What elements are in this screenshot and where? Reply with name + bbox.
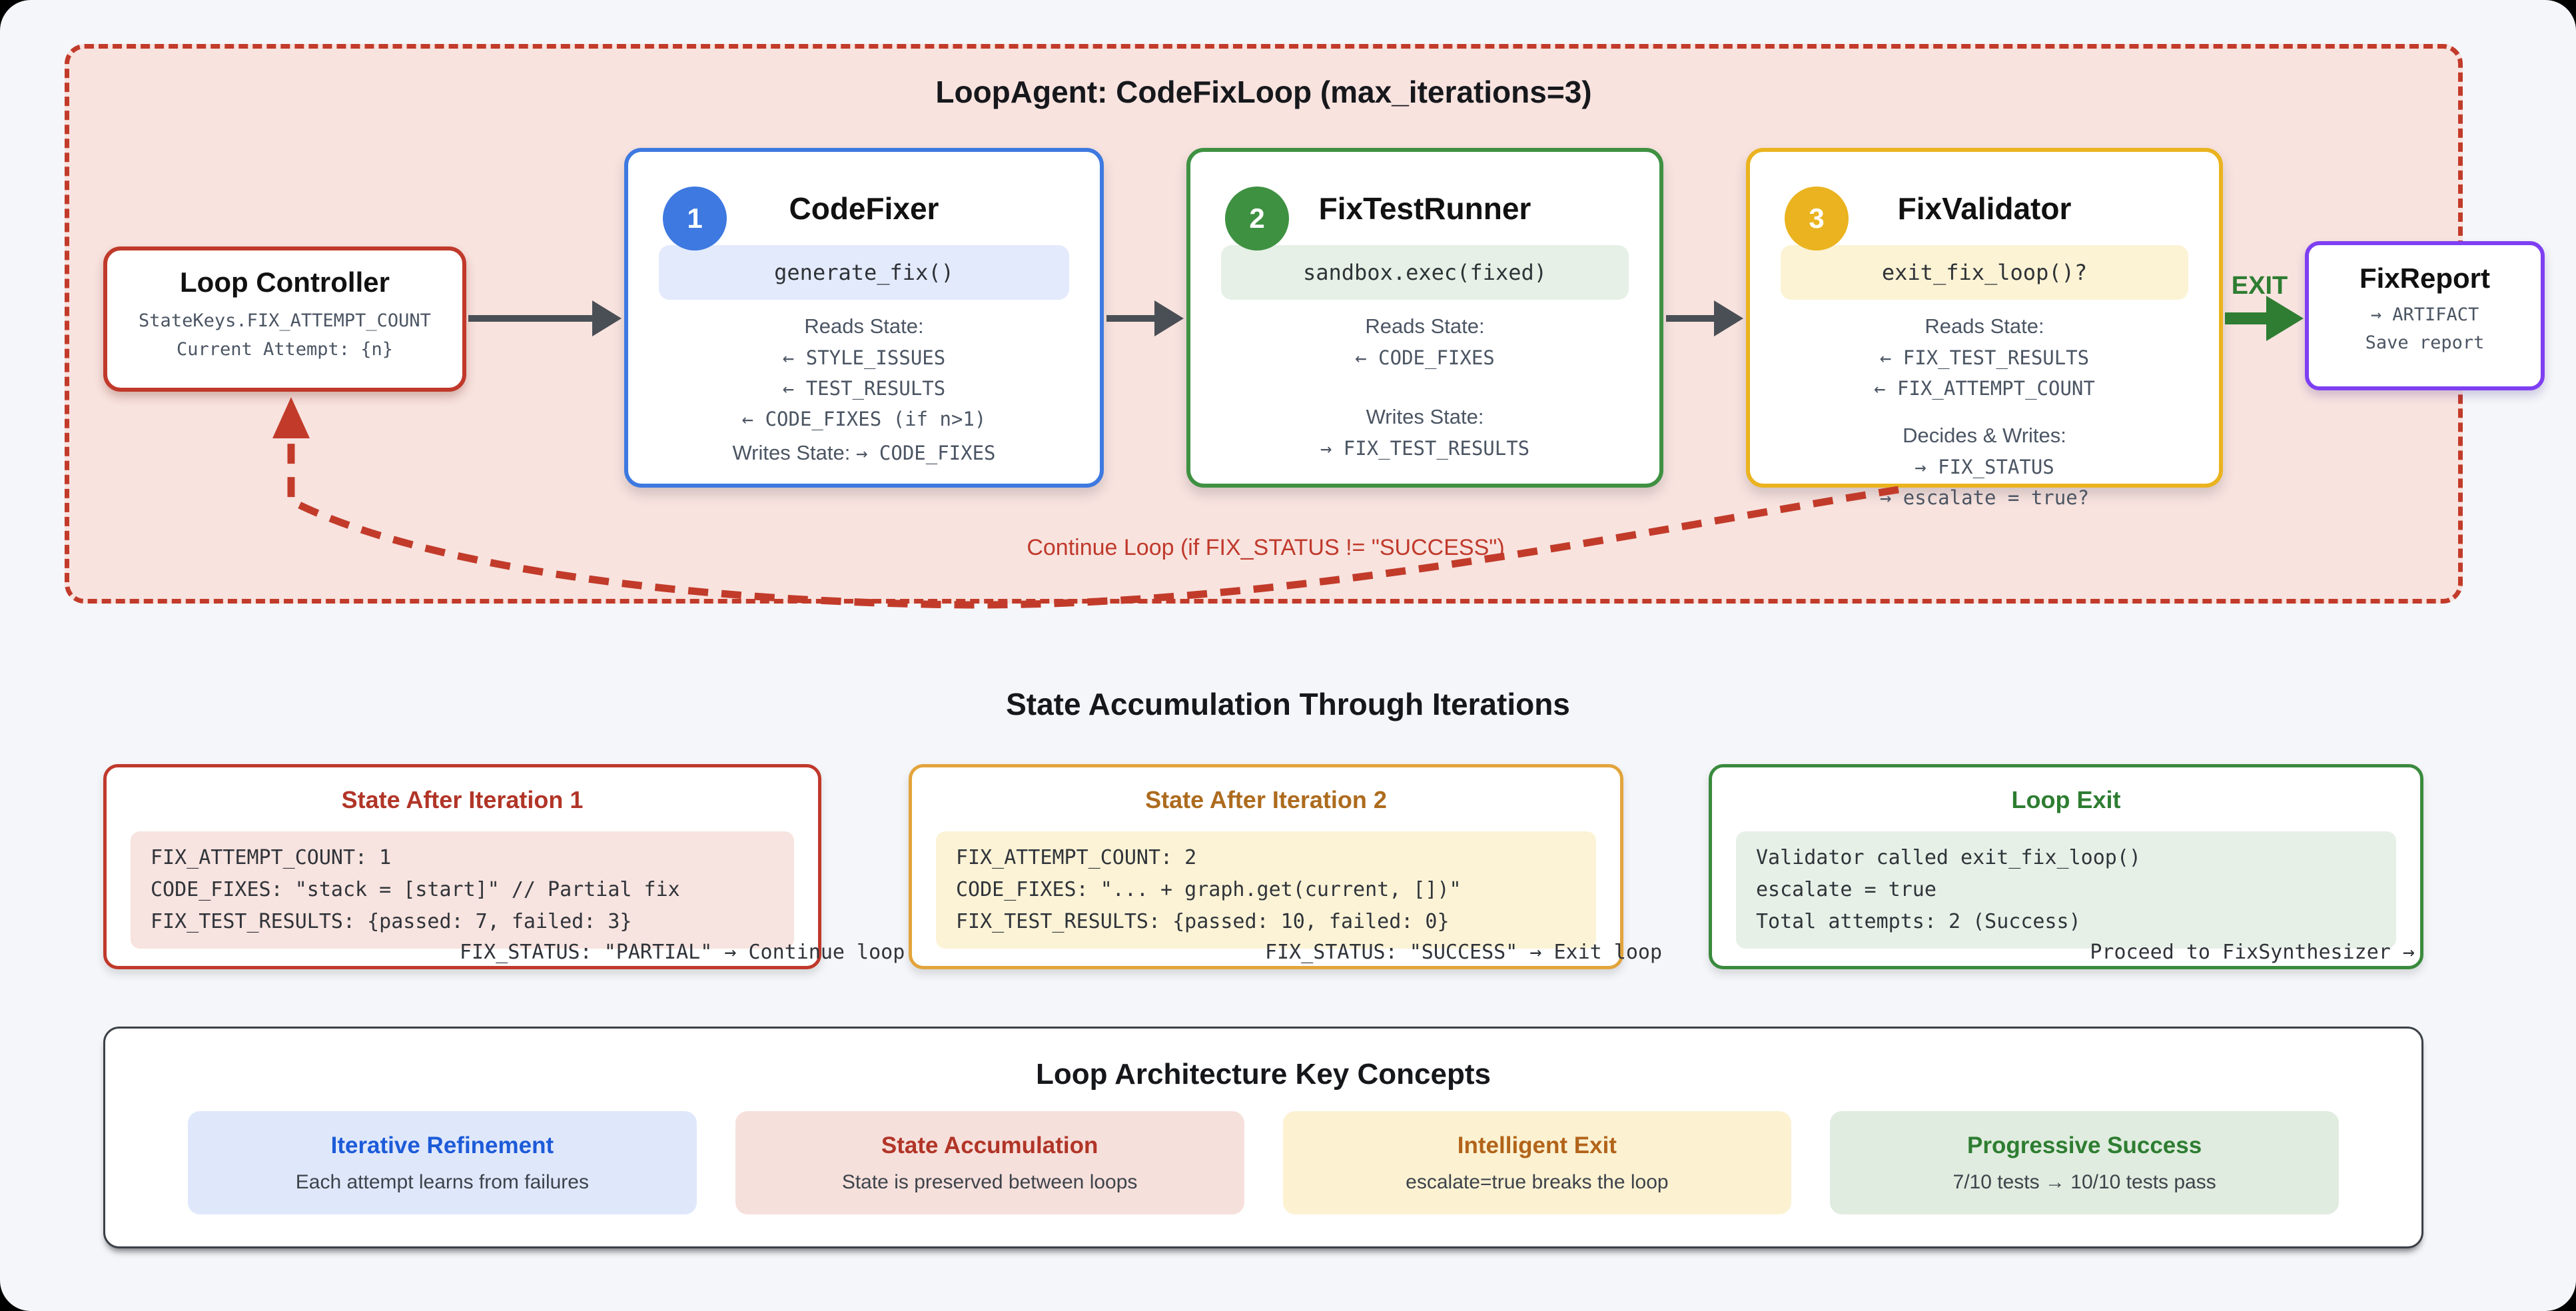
loop-exit-proceed: Proceed to FixSynthesizer → xyxy=(2090,941,2415,964)
loop-controller-attempt: Current Attempt: {n} xyxy=(176,339,394,360)
step-1-badge: 1 xyxy=(663,187,727,250)
fixvalidator-method-pill: exit_fix_loop()? xyxy=(1781,245,2188,300)
fixtestrunner-title: FixTestRunner xyxy=(1318,191,1531,226)
fixtestrunner-reads-label: Reads State: xyxy=(1365,314,1485,338)
fixtestrunner-method-pill: sandbox.exec(fixed) xyxy=(1221,245,1629,300)
state-iteration-1-card: State After Iteration 1 FIX_ATTEMPT_COUN… xyxy=(103,764,905,969)
code-line: CODE_FIXES: "stack = [start]" // Partial… xyxy=(151,878,680,901)
loop-title: LoopAgent: CodeFixLoop (max_iterations=3… xyxy=(935,75,1592,109)
codefixer-writes-line: Writes State: → CODE_FIXES xyxy=(628,441,1100,465)
state-section-title: State Accumulation Through Iterations xyxy=(1006,687,1570,721)
fixtestrunner-writes-label: Writes State: xyxy=(1366,405,1484,428)
fixvalidator-read-1: ← FIX_TEST_RESULTS xyxy=(1879,346,2090,369)
code-line: FIX_ATTEMPT_COUNT: 2 xyxy=(956,846,1197,869)
fixvalidator-write-1: → FIX_STATUS xyxy=(1915,456,2054,478)
codefixer-read-1: ← STYLE_ISSUES xyxy=(782,346,946,369)
loop-controller-node: Loop Controller StateKeys.FIX_ATTEMPT_CO… xyxy=(103,246,466,392)
codefixer-writes-label: Writes State: xyxy=(732,441,851,464)
fixvalidator-title: FixValidator xyxy=(1897,191,2072,226)
loop-exit-card: Loop Exit Validator called exit_fix_loop… xyxy=(1709,764,2423,969)
fixreport-node: FixReport → ARTIFACT Save report xyxy=(2305,241,2545,390)
codefixer-reads-label: Reads State: xyxy=(804,314,924,338)
codefixer-node: 1 CodeFixer generate_fix() Reads State: … xyxy=(624,148,1104,488)
fixvalidator-reads-label: Reads State: xyxy=(1925,314,2044,338)
exit-label: EXIT xyxy=(2231,272,2288,300)
concept-progressive-success: Progressive Success 7/10 tests → 10/10 t… xyxy=(1830,1111,2339,1214)
fixvalidator-node: 3 FixValidator exit_fix_loop()? Reads St… xyxy=(1746,148,2223,509)
fixvalidator-write-2: → escalate = true? xyxy=(1879,486,2090,509)
fixtestrunner-read-1: ← CODE_FIXES xyxy=(1355,346,1495,369)
codefixer-title: CodeFixer xyxy=(789,191,939,226)
fixtestrunner-node: 2 FixTestRunner sandbox.exec(fixed) Read… xyxy=(1186,148,1663,488)
concept-iterative-refinement: Iterative Refinement Each attempt learns… xyxy=(188,1111,697,1214)
state-iteration-1-code: FIX_ATTEMPT_COUNT: 1 CODE_FIXES: "stack … xyxy=(131,831,794,949)
concept-subtitle: escalate=true breaks the loop xyxy=(1406,1171,1669,1193)
concept-title: Intelligent Exit xyxy=(1457,1132,1617,1158)
code-line: FIX_TEST_RESULTS: {passed: 10, failed: 0… xyxy=(956,910,1450,933)
key-concepts-row: Iterative Refinement Each attempt learns… xyxy=(188,1111,2339,1214)
step-2-badge: 2 xyxy=(1225,187,1289,250)
codefixer-method-pill: generate_fix() xyxy=(659,245,1069,300)
loop-controller-statekey: StateKeys.FIX_ATTEMPT_COUNT xyxy=(139,310,431,331)
code-line: FIX_ATTEMPT_COUNT: 1 xyxy=(151,846,392,869)
state-iteration-1-status: FIX_STATUS: "PARTIAL" → Continue loop xyxy=(460,941,905,964)
concept-title: State Accumulation xyxy=(881,1132,1098,1158)
state-iteration-2-code: FIX_ATTEMPT_COUNT: 2 CODE_FIXES: "... + … xyxy=(936,831,1596,949)
state-iteration-2-title: State After Iteration 2 xyxy=(1145,786,1387,813)
key-concepts-title: Loop Architecture Key Concepts xyxy=(1036,1058,1491,1091)
loop-exit-title: Loop Exit xyxy=(2011,786,2121,813)
continue-loop-label: Continue Loop (if FIX_STATUS != "SUCCESS… xyxy=(1027,535,1505,560)
code-line: Total attempts: 2 (Success) xyxy=(1756,910,2081,933)
loop-controller-title: Loop Controller xyxy=(180,266,390,298)
fixreport-title: FixReport xyxy=(2359,262,2490,294)
codefixer-read-2: ← TEST_RESULTS xyxy=(782,377,946,400)
loop-exit-code: Validator called exit_fix_loop() escalat… xyxy=(1736,831,2396,949)
codefixer-read-3: ← CODE_FIXES (if n>1) xyxy=(741,408,987,430)
concept-subtitle: 7/10 tests → 10/10 tests pass xyxy=(1952,1171,2216,1193)
concept-subtitle: Each attempt learns from failures xyxy=(295,1171,589,1193)
codefixer-writes-value: → CODE_FIXES xyxy=(855,442,996,464)
concept-subtitle: State is preserved between loops xyxy=(841,1171,1138,1193)
state-iteration-2-card: State After Iteration 2 FIX_ATTEMPT_COUN… xyxy=(909,764,1662,969)
fixtestrunner-write-1: → FIX_TEST_RESULTS xyxy=(1320,437,1530,460)
code-line: CODE_FIXES: "... + graph.get(current, []… xyxy=(956,878,1462,901)
fixvalidator-writes-label: Decides & Writes: xyxy=(1903,424,2066,447)
concept-intelligent-exit: Intelligent Exit escalate=true breaks th… xyxy=(1282,1111,1792,1214)
key-concepts-container: Loop Architecture Key Concepts Iterative… xyxy=(103,1027,2423,1248)
state-iteration-1-title: State After Iteration 1 xyxy=(341,786,584,813)
fixreport-save-line: Save report xyxy=(2365,332,2485,353)
code-line: FIX_TEST_RESULTS: {passed: 7, failed: 3} xyxy=(151,910,632,933)
fixreport-artifact-line: → ARTIFACT xyxy=(2370,304,2479,325)
fixvalidator-read-2: ← FIX_ATTEMPT_COUNT xyxy=(1874,377,2095,400)
concept-title: Progressive Success xyxy=(1967,1132,2202,1158)
concept-title: Iterative Refinement xyxy=(330,1132,554,1158)
concept-state-accumulation: State Accumulation State is preserved be… xyxy=(735,1111,1244,1214)
code-line: escalate = true xyxy=(1756,878,1936,901)
state-iteration-2-status: FIX_STATUS: "SUCCESS" → Exit loop xyxy=(1265,941,1663,964)
step-3-badge: 3 xyxy=(1785,187,1849,250)
code-line: Validator called exit_fix_loop() xyxy=(1756,846,2141,869)
